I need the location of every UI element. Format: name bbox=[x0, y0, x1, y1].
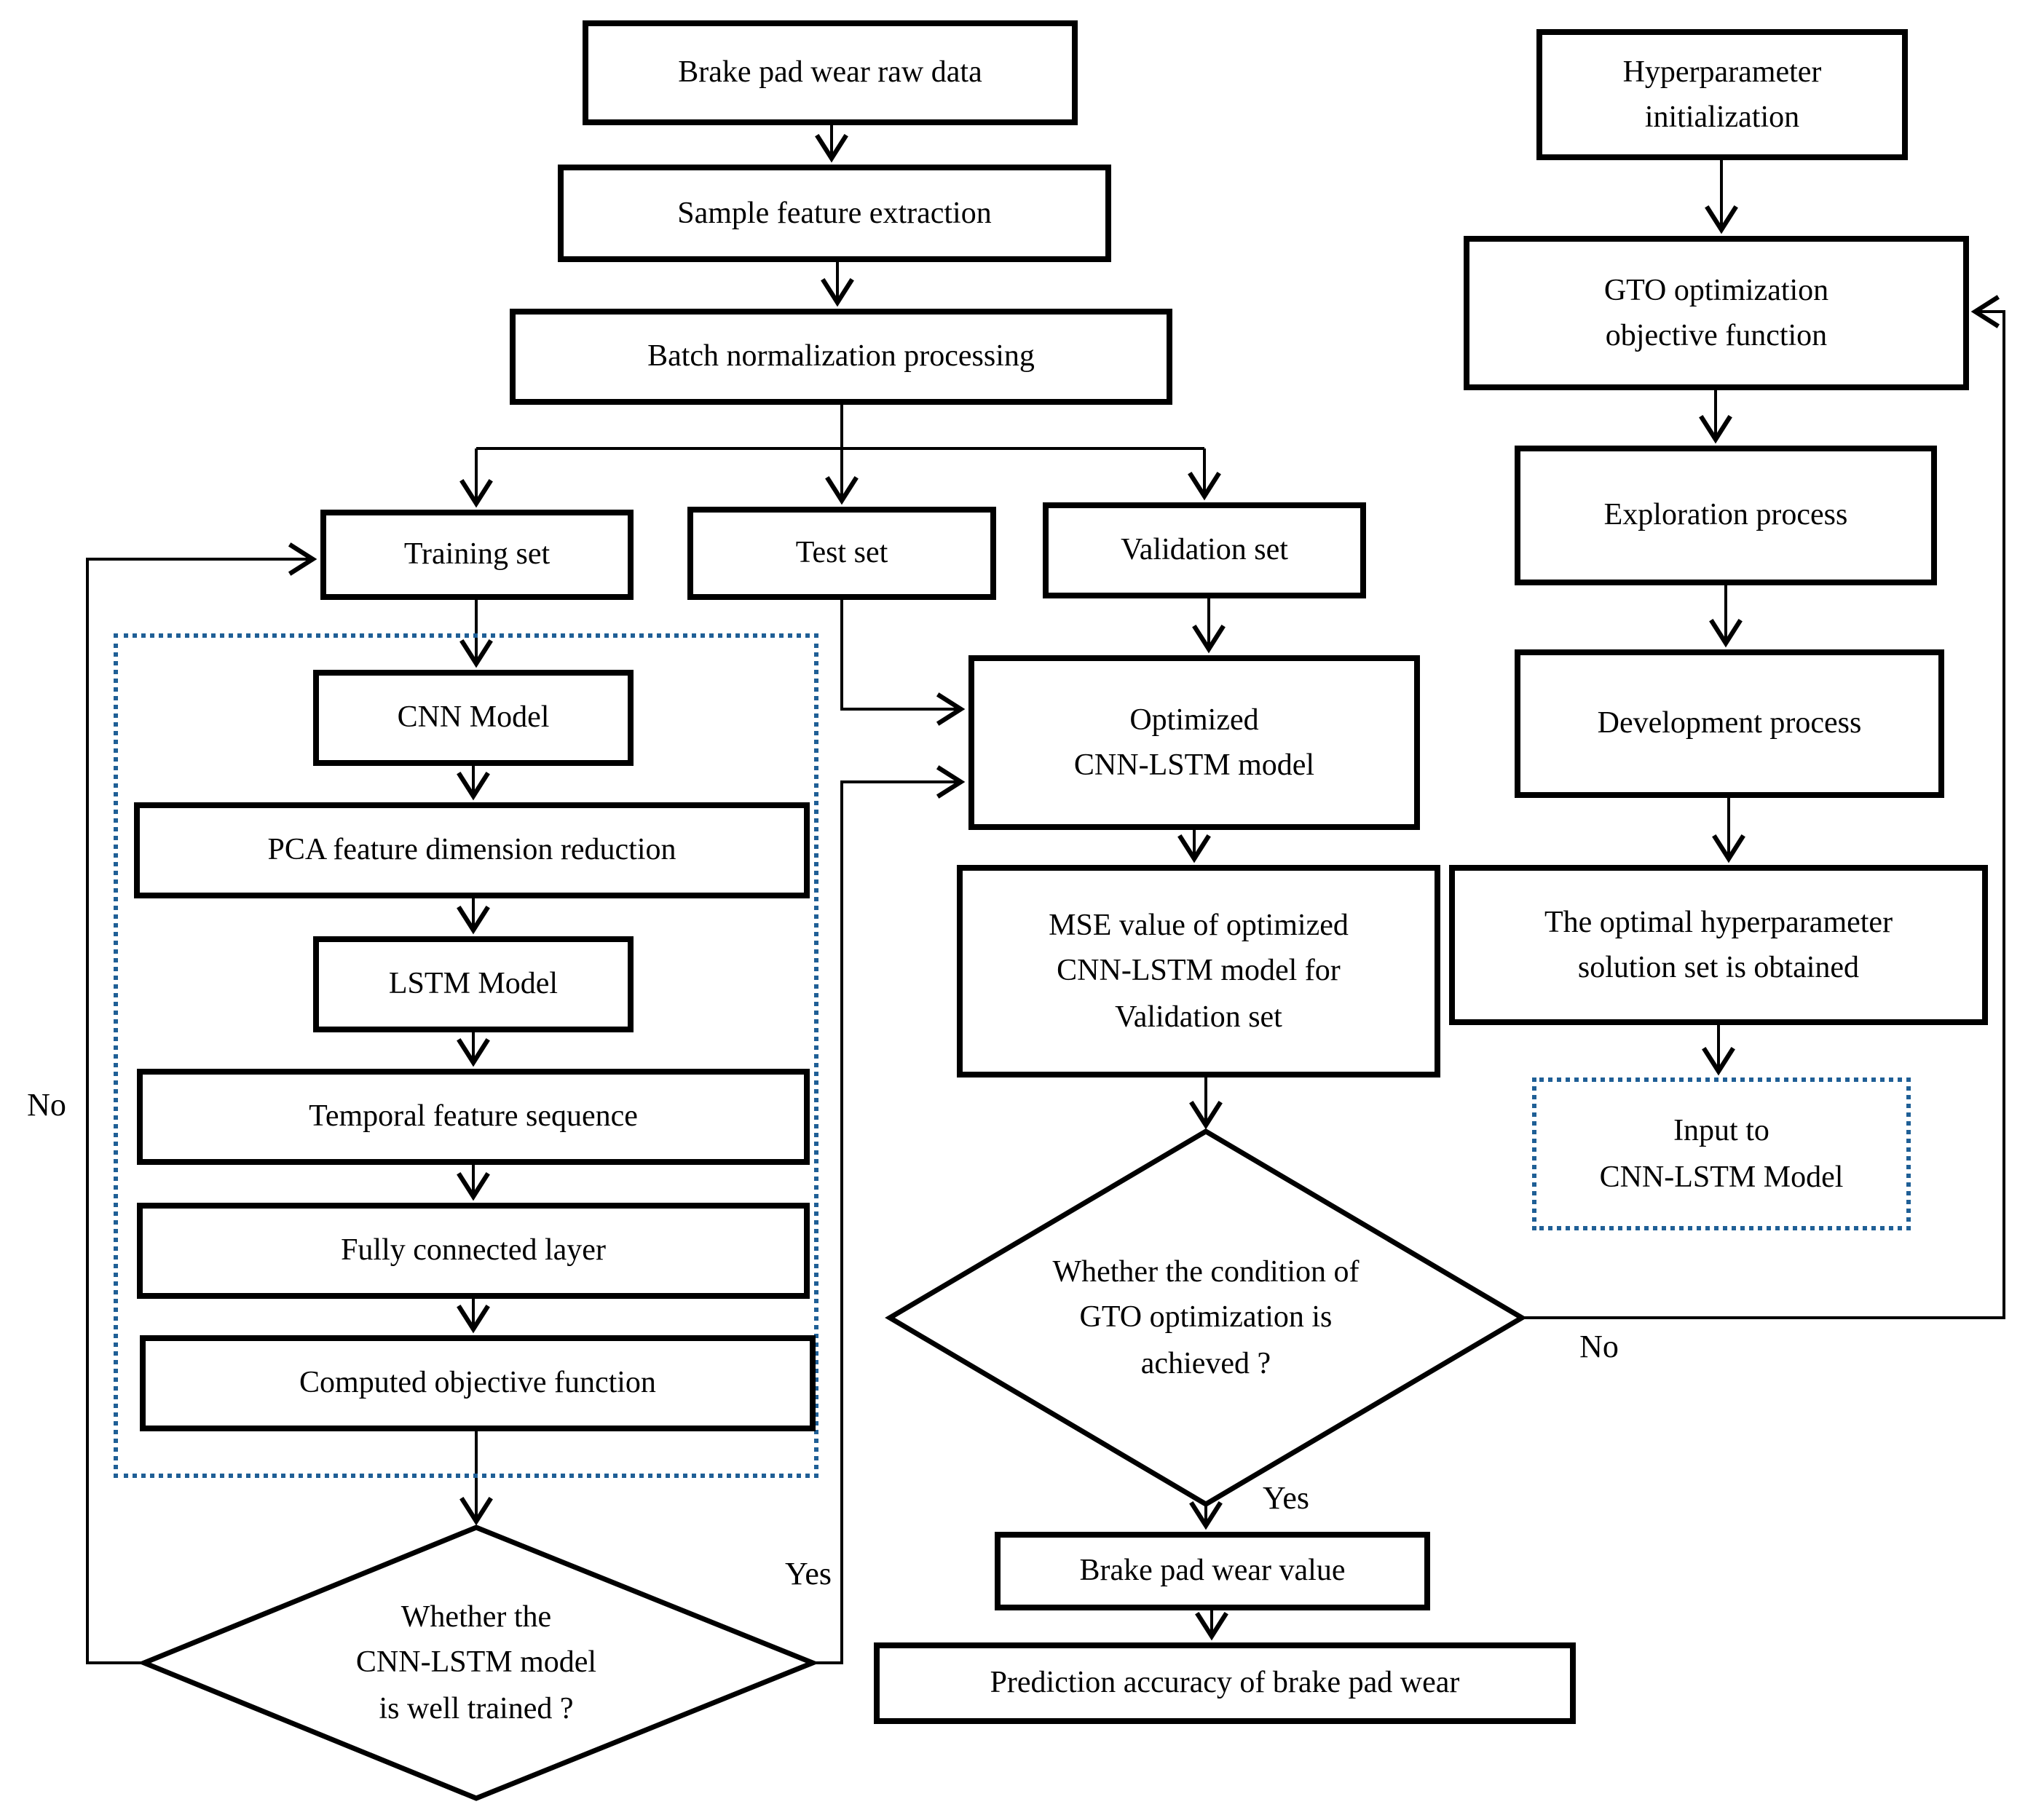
label-well-trained-yes: Yes bbox=[757, 1555, 859, 1593]
node-label: Sample feature extraction bbox=[677, 194, 992, 230]
node-label: GTO optimization objective function bbox=[1603, 272, 1829, 352]
node-validation-set: Validation set bbox=[1043, 502, 1366, 598]
edge-label-text: Yes bbox=[1262, 1479, 1309, 1516]
node-brake-pad-wear-value: Brake pad wear value bbox=[995, 1532, 1430, 1610]
node-gto-optimization-objective: GTO optimization objective function bbox=[1464, 236, 1969, 390]
node-prediction-accuracy: Prediction accuracy of brake pad wear bbox=[874, 1642, 1576, 1724]
node-label: Test set bbox=[795, 534, 888, 570]
node-label: Temporal feature sequence bbox=[309, 1098, 638, 1134]
node-exploration-process: Exploration process bbox=[1515, 446, 1937, 585]
node-label: Optimized CNN-LSTM model bbox=[1073, 701, 1315, 782]
edge-well-trained-no-loop bbox=[86, 542, 317, 1664]
edge-gto-no-loop bbox=[1522, 295, 2005, 1319]
node-training-set: Training set bbox=[320, 510, 634, 600]
node-mse-value: MSE value of optimized CNN-LSTM model fo… bbox=[957, 865, 1440, 1078]
node-temporal-feature-sequence: Temporal feature sequence bbox=[137, 1069, 810, 1165]
node-label: Computed objective function bbox=[299, 1364, 656, 1400]
node-batch-normalization: Batch normalization processing bbox=[510, 309, 1172, 405]
node-label: The optimal hyperparameter solution set … bbox=[1544, 904, 1893, 984]
edge-test-to-optimized bbox=[840, 600, 966, 726]
decision-gto-shape bbox=[885, 1128, 1527, 1508]
node-test-set: Test set bbox=[687, 507, 996, 600]
node-label: Input to CNN-LSTM Model bbox=[1599, 1112, 1844, 1193]
node-computed-objective-function: Computed objective function bbox=[140, 1335, 816, 1431]
label-gto-yes: Yes bbox=[1235, 1479, 1337, 1517]
node-label: Development process bbox=[1597, 705, 1862, 740]
edge-well-trained-yes-loop bbox=[813, 765, 966, 1664]
node-input-to-cnn-lstm-model: Input to CNN-LSTM Model bbox=[1532, 1078, 1911, 1230]
node-optimized-cnn-lstm-model: Optimized CNN-LSTM model bbox=[968, 655, 1420, 830]
node-optimal-hyperparameter-solution: The optimal hyperparameter solution set … bbox=[1449, 865, 1988, 1025]
node-development-process: Development process bbox=[1515, 649, 1944, 798]
decision-well-trained-label: Whether the CNN-LSTM model is well train… bbox=[240, 1552, 712, 1774]
node-brake-pad-wear-raw-data: Brake pad wear raw data bbox=[583, 20, 1078, 125]
node-label: Fully connected layer bbox=[341, 1232, 606, 1268]
edge-label-text: No bbox=[27, 1086, 66, 1123]
node-pca-dimension-reduction: PCA feature dimension reduction bbox=[134, 802, 810, 898]
node-label: Prediction accuracy of brake pad wear bbox=[990, 1664, 1460, 1700]
label-well-trained-no: No bbox=[12, 1086, 82, 1124]
label-gto-no: No bbox=[1541, 1328, 1657, 1366]
node-label: MSE value of optimized CNN-LSTM model fo… bbox=[1049, 906, 1349, 1034]
node-label: PCA feature dimension reduction bbox=[267, 831, 676, 867]
node-label: LSTM Model bbox=[388, 965, 559, 1001]
node-sample-feature-extraction: Sample feature extraction bbox=[558, 165, 1111, 262]
node-label: CNN Model bbox=[397, 699, 550, 735]
node-lstm-model: LSTM Model bbox=[313, 936, 634, 1032]
node-label: Brake pad wear raw data bbox=[678, 54, 982, 90]
node-label: Batch normalization processing bbox=[647, 338, 1035, 373]
node-hyperparameter-initialization: Hyperparameter initialization bbox=[1536, 29, 1908, 160]
node-label: Whether the CNN-LSTM model is well train… bbox=[355, 1598, 597, 1725]
node-label: Whether the condition of GTO optimizatio… bbox=[1052, 1253, 1360, 1380]
node-fully-connected-layer: Fully connected layer bbox=[137, 1203, 810, 1299]
node-label: Training set bbox=[403, 536, 551, 572]
decision-well-trained-shape bbox=[137, 1525, 820, 1801]
edge-label-text: No bbox=[1579, 1328, 1619, 1364]
node-cnn-model: CNN Model bbox=[313, 670, 634, 766]
node-label: Brake pad wear value bbox=[1079, 1552, 1346, 1588]
decision-gto-condition-label: Whether the condition of GTO optimizatio… bbox=[961, 1165, 1451, 1471]
node-label: Hyperparameter initialization bbox=[1622, 53, 1822, 134]
edge-label-text: Yes bbox=[784, 1555, 832, 1591]
node-label: Validation set bbox=[1121, 531, 1288, 567]
node-label: Exploration process bbox=[1603, 497, 1848, 532]
